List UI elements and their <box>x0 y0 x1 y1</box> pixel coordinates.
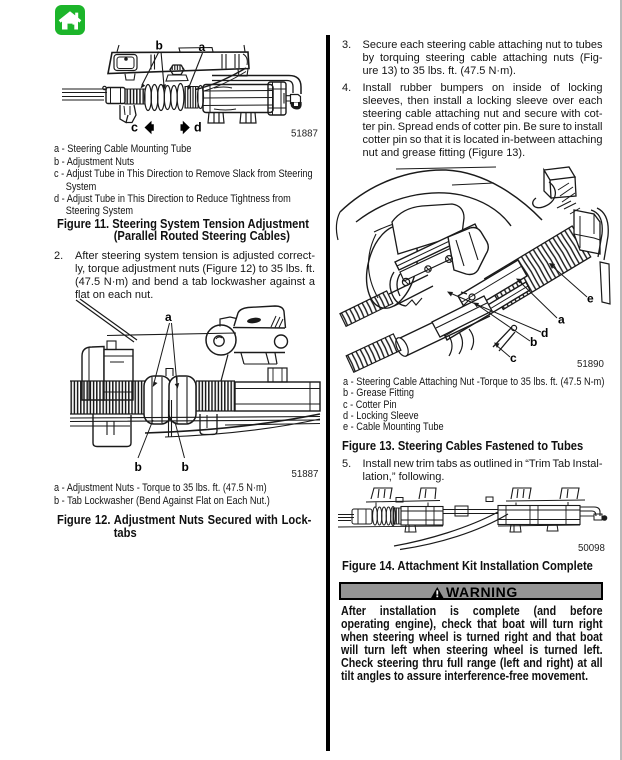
svg-text:a: a <box>165 310 172 324</box>
svg-text:50098: 50098 <box>578 543 605 554</box>
svg-text:d: d <box>541 326 548 340</box>
svg-text:51887: 51887 <box>291 129 318 140</box>
svg-text:b: b <box>135 460 142 474</box>
svg-text:e: e <box>587 292 594 306</box>
svg-text:b: b <box>182 460 189 474</box>
svg-text:a: a <box>558 313 565 327</box>
svg-text:b: b <box>156 39 163 53</box>
svg-text:51890: 51890 <box>577 359 605 370</box>
svg-text:c: c <box>131 121 138 135</box>
svg-text:a: a <box>199 40 206 54</box>
svg-text:c: c <box>510 351 517 365</box>
svg-text:51887: 51887 <box>292 469 319 480</box>
svg-text:d: d <box>194 121 202 135</box>
svg-text:b: b <box>530 335 537 349</box>
